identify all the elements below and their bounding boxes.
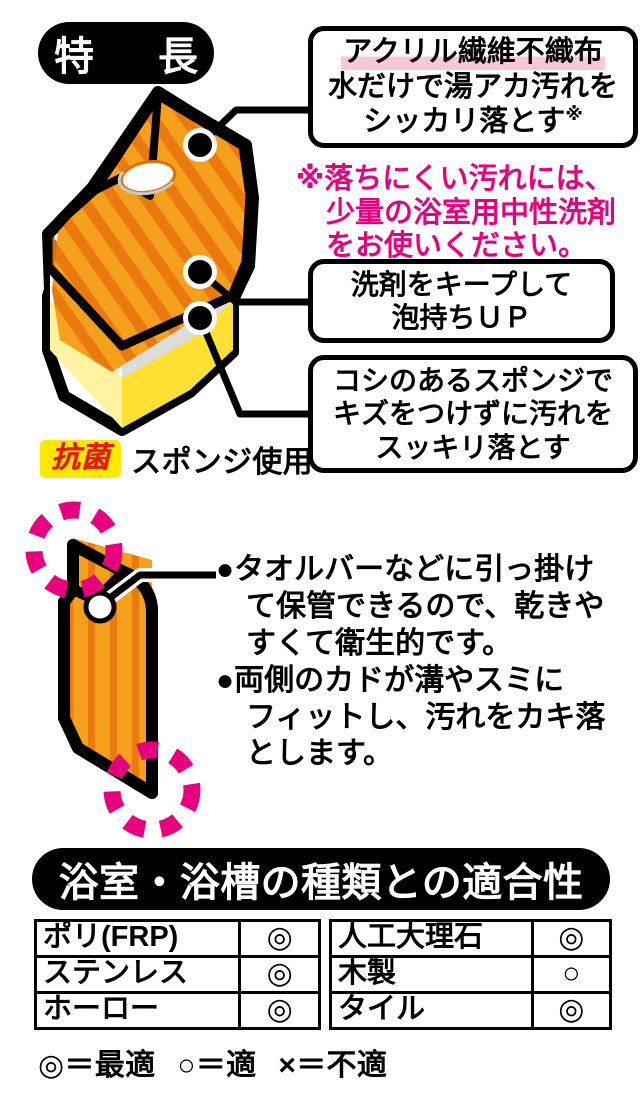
shape-benefit-2-line2: フィットし、汚れをカキ落 — [246, 700, 606, 734]
compatibility-heading: 浴室・浴槽の種類との適合性 — [32, 848, 610, 910]
callout-firm-sponge: コシのあるスポンジで キズをつけずに汚れを スッキリ落とす — [308, 355, 638, 473]
sideview-hanging-hole — [83, 590, 117, 624]
footnote-line3: をお使いください。 — [326, 230, 588, 263]
callout-keep-line2: 泡持ちＵＰ — [391, 302, 532, 333]
features-heading: 特 長 — [38, 22, 214, 84]
legend-best-text: ＝最適 — [64, 1049, 156, 1082]
anchor-dot-keep — [188, 260, 212, 284]
callout-acrylic-superscript: ※ — [565, 103, 583, 124]
corner-highlight-top — [25, 501, 123, 599]
shape-benefit-2-line3: とします。 — [246, 737, 393, 771]
compatibility-table-left: ポリ(FRP) ◎ ステンレス ◎ ホーロー ◎ — [33, 919, 321, 1030]
anchor-dot-acrylic — [188, 133, 212, 157]
shape-benefit-1-line2: て保管できるので、乾きや — [246, 589, 605, 623]
compat-name-cell: ホーロー — [33, 991, 242, 1030]
compat-mark-cell: ◎ — [530, 991, 613, 1030]
compat-name-cell: 木製 — [329, 955, 534, 994]
shape-benefit-1-line1-text: タオルバーなどに引っ掛け — [234, 553, 595, 586]
compat-mark-cell: ◎ — [238, 991, 321, 1030]
shape-benefit-2-line1-text: 両側のカドが溝やスミに — [234, 663, 565, 697]
table-row: 人工大理石 ◎ — [329, 919, 613, 958]
sponge-isometric-illustration — [42, 86, 308, 436]
legend-ok-text: ＝適 — [195, 1049, 257, 1082]
legend-best-mark: ◎ — [38, 1049, 65, 1082]
table-row: タイル ◎ — [329, 991, 613, 1030]
compatibility-table-right: 人工大理石 ◎ 木製 ○ タイル ◎ — [329, 919, 613, 1030]
detergent-footnote: ※落ちにくい汚れには、 少量の浴室用中性洗剤 をお使いください。 — [296, 163, 641, 264]
callout-koshi-line1: コシのあるスポンジで — [332, 365, 613, 397]
anchor-dot-acrylic-halo — [183, 128, 217, 162]
compat-mark-cell: ○ — [530, 955, 613, 994]
leader-line-acrylic — [197, 106, 308, 148]
leader-line-keep — [197, 269, 308, 306]
shape-benefits-list: ●タオルバーなどに引っ掛け て保管できるので、乾きや すくて衛生的です。 ●両側… — [216, 552, 636, 773]
footnote-line1: ※落ちにくい汚れには、 — [296, 163, 614, 195]
callout-acrylic-line3-text: シッカリ落とす — [363, 105, 566, 138]
footnote-line2: 少量の浴室用中性洗剤 — [326, 196, 617, 229]
compat-mark-cell: ◎ — [238, 955, 321, 994]
table-row: ステンレス ◎ — [33, 955, 321, 994]
leader-line-hang — [99, 571, 216, 607]
sponge-hanging-hole — [117, 160, 177, 196]
shape-benefit-1-line1: ●タオルバーなどに引っ掛け — [216, 552, 636, 589]
compat-mark-cell: ◎ — [238, 919, 321, 958]
callout-acrylic-line1: アクリル繊維不織布 — [341, 35, 605, 70]
callout-detergent-keep: 洗剤をキープして 泡持ちＵＰ — [308, 259, 615, 343]
callout-koshi-line3: スッキリ落とす — [375, 431, 571, 463]
callout-acrylic-highlight: アクリル繊維不織布 — [341, 35, 605, 70]
callout-acrylic-line3: シッカリ落とす※ — [363, 104, 583, 139]
compat-name-cell: ポリ(FRP) — [33, 919, 242, 958]
table-row: ホーロー ◎ — [33, 991, 321, 1030]
bullet-marker-2: ● — [216, 663, 235, 697]
legend-no-text: ＝不適 — [296, 1049, 388, 1082]
anchor-dot-koshi — [188, 306, 212, 330]
legend-ok-mark: ○ — [177, 1049, 196, 1082]
anchor-dot-koshi-halo — [183, 301, 217, 335]
compat-mark-cell: ◎ — [530, 919, 613, 958]
shape-benefit-item-2: ●両側のカドが溝やスミに フィットし、汚れをカキ落 とします。 — [216, 663, 636, 774]
bullet-marker-1: ● — [216, 553, 235, 586]
leader-line-koshi — [196, 316, 308, 418]
callout-koshi-line2: キズをつけずに汚れを — [332, 398, 613, 430]
anchor-dot-keep-halo — [183, 255, 217, 289]
callout-keep-line1: 洗剤をキープして — [350, 268, 573, 300]
callout-acrylic-line2: 水だけで湯アカ汚れを — [327, 70, 618, 103]
antibacterial-label: スポンジ使用 — [131, 446, 313, 479]
callout-acrylic-fiber: アクリル繊維不織布 水だけで湯アカ汚れを シッカリ落とす※ — [308, 26, 638, 148]
corner-highlight-bottom — [103, 741, 201, 839]
compat-name-cell: タイル — [329, 991, 534, 1030]
shape-benefit-item-1: ●タオルバーなどに引っ掛け て保管できるので、乾きや すくて衛生的です。 — [216, 552, 636, 663]
compatibility-legend: ◎＝最適 ○＝適 ×＝不適 — [38, 1040, 387, 1084]
compat-name-cell: 人工大理石 — [329, 919, 534, 958]
sponge-sideview-illustration — [25, 501, 216, 839]
legend-no-mark: × — [278, 1049, 297, 1082]
antibacterial-badge: 抗菌 — [40, 440, 122, 478]
table-row: 木製 ○ — [329, 955, 613, 994]
shape-benefit-1-line3: すくて衛生的です。 — [246, 626, 513, 660]
antibacterial-row: 抗菌 スポンジ使用 — [40, 437, 313, 481]
table-row: ポリ(FRP) ◎ — [33, 919, 321, 958]
compat-name-cell: ステンレス — [33, 955, 242, 994]
shape-benefit-2-line1: ●両側のカドが溝やスミに — [216, 663, 636, 700]
